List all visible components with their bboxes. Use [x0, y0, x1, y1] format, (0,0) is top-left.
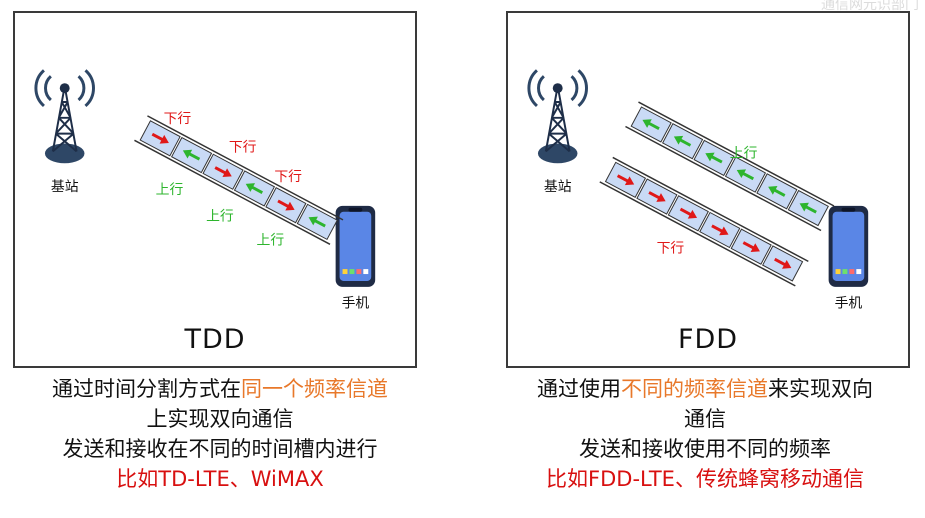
fdd-caption-highlight: 不同的频率信道: [621, 377, 768, 401]
tdd-title: TDD: [184, 324, 246, 355]
downlink-arrow-icon: [648, 191, 666, 202]
fdd-downlink-label: 下行: [657, 240, 685, 256]
downlink-arrow-icon: [616, 174, 635, 186]
tdd-downlink-label-1: 下行: [164, 111, 192, 127]
uplink-arrow-icon: [736, 169, 755, 181]
watermark: 通信网元识部门: [821, 0, 919, 13]
tdd-channel: [134, 115, 344, 245]
downlink-arrow-icon: [774, 257, 792, 269]
downlink-arrow-icon: [151, 132, 169, 144]
tdd-caption-line-1: 通过时间分割方式在同一个频率信道: [0, 374, 440, 404]
tdd-downlink-label-3: 下行: [274, 169, 302, 185]
tdd-panel: 基站 手机 下行 下行 下行 上行 上行 上行 TDD: [13, 11, 417, 368]
tdd-downlink-label-2: 下行: [229, 139, 257, 155]
phone-icon: [335, 205, 376, 287]
tdd-phone-label: 手机: [342, 296, 370, 312]
tdd-caption-highlight: 同一个频率信道: [241, 377, 388, 401]
uplink-arrow-icon: [308, 216, 326, 228]
tdd-caption-example: 比如TD-LTE、WiMAX: [116, 467, 324, 491]
tdd-caption-line-3: 发送和接收在不同的时间槽内进行: [62, 437, 378, 461]
fdd-phone-label: 手机: [835, 296, 863, 312]
tdd-base-station-label: 基站: [51, 178, 79, 195]
base-station-icon: [34, 69, 95, 164]
downlink-arrow-icon: [711, 224, 729, 236]
tdd-uplink-label-1: 上行: [156, 182, 184, 198]
tdd-uplink-label-3: 上行: [257, 232, 285, 248]
downlink-arrow-icon: [277, 199, 295, 211]
fdd-caption: 通过使用不同的频率信道来实现双向 通信 发送和接收使用不同的频率 比如FDD-L…: [485, 374, 925, 494]
fdd-uplink-channel: [625, 101, 835, 232]
tdd-caption: 通过时间分割方式在同一个频率信道 上实现双向通信 发送和接收在不同的时间槽内进行…: [0, 374, 440, 494]
fdd-caption-line-3: 发送和接收使用不同的频率: [579, 437, 831, 461]
downlink-arrow-icon: [742, 241, 760, 252]
tdd-caption-text: 通过时间分割方式在: [52, 377, 241, 401]
base-station-icon: [527, 69, 588, 164]
uplink-arrow-icon: [799, 202, 817, 214]
uplink-arrow-icon: [245, 183, 263, 194]
fdd-caption-example: 比如FDD-LTE、传统蜂窝移动通信: [546, 467, 864, 491]
fdd-caption-text-b: 来实现双向: [768, 377, 873, 401]
fdd-caption-line-2: 通信: [684, 407, 726, 431]
uplink-arrow-icon: [182, 149, 201, 161]
fdd-title: FDD: [677, 324, 739, 355]
phone-icon: [828, 205, 869, 287]
uplink-arrow-icon: [705, 152, 723, 164]
tdd-caption-line-2: 上实现双向通信: [146, 407, 294, 431]
tdd-uplink-label-2: 上行: [206, 209, 234, 225]
fdd-base-station-label: 基站: [544, 178, 572, 195]
fdd-panel: 基站 手机 上行 下行 FDD: [506, 11, 910, 368]
fdd-caption-line-1: 通过使用不同的频率信道来实现双向: [485, 374, 925, 404]
downlink-arrow-icon: [214, 166, 232, 178]
tdd-diagram: 基站 手机 下行 下行 下行 上行 上行 上行: [34, 69, 376, 312]
uplink-arrow-icon: [642, 119, 660, 130]
downlink-arrow-icon: [679, 207, 698, 219]
fdd-diagram: 基站 手机 上行 下行: [527, 69, 869, 312]
uplink-arrow-icon: [768, 186, 786, 197]
fdd-uplink-label: 上行: [730, 145, 758, 161]
fdd-caption-text-a: 通过使用: [537, 377, 621, 401]
uplink-arrow-icon: [673, 135, 692, 147]
fdd-downlink-channel: [599, 156, 809, 287]
